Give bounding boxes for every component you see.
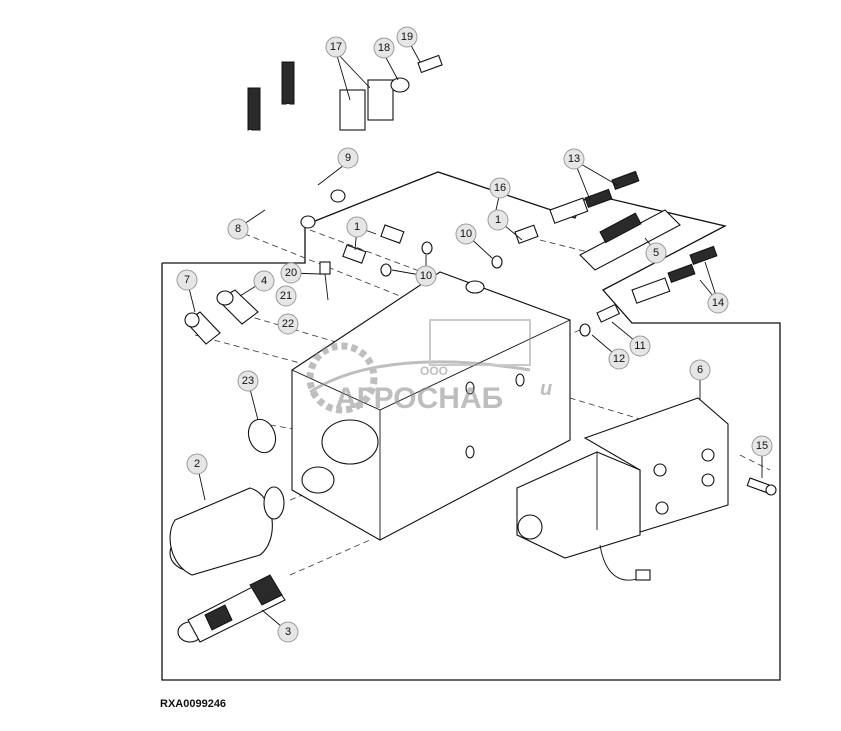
svg-text:21: 21 <box>280 290 292 302</box>
tube-9 <box>281 61 346 203</box>
svg-text:1: 1 <box>495 214 501 226</box>
fitting-7 <box>184 311 221 345</box>
callout-20: 20 <box>280 262 302 284</box>
callout-23: 23 <box>237 370 259 392</box>
svg-text:15: 15 <box>756 440 768 452</box>
callout-3: 3 <box>277 621 299 643</box>
cartridge-3 <box>177 574 286 643</box>
svg-text:22: 22 <box>282 318 294 330</box>
bolts-13 <box>549 170 640 224</box>
callout-10-a: 10 <box>455 223 477 245</box>
svg-text:14: 14 <box>712 297 724 309</box>
callout-11: 11 <box>629 335 651 357</box>
bolts-14 <box>631 245 718 304</box>
callout-21: 21 <box>275 285 297 307</box>
svg-text:23: 23 <box>242 375 254 387</box>
watermark-prefix: ООО <box>420 364 448 378</box>
svg-text:8: 8 <box>235 223 241 235</box>
tube-8 <box>247 87 316 229</box>
fitting-4 <box>216 289 259 325</box>
svg-text:4: 4 <box>261 275 267 287</box>
o-ring-23 <box>247 418 277 454</box>
callout-8: 8 <box>227 218 249 240</box>
callout-1-c: 1 <box>517 254 523 266</box>
callout-1-b: 1 <box>487 209 509 231</box>
valve-5 <box>579 209 681 271</box>
svg-text:9: 9 <box>345 152 351 164</box>
callout-18: 18 <box>373 37 395 59</box>
svg-text:7: 7 <box>184 274 190 286</box>
bolt-20 <box>319 261 331 301</box>
svg-text:10: 10 <box>420 270 432 282</box>
svg-text:20: 20 <box>285 267 297 279</box>
svg-text:13: 13 <box>568 153 580 165</box>
solenoid-valve <box>516 397 729 581</box>
watermark-logo: ООО АГРОСНАБ и <box>306 319 552 415</box>
fittings-1 <box>342 224 539 264</box>
callout-22: 22 <box>277 313 299 335</box>
svg-text:17: 17 <box>330 41 342 53</box>
fitting-11 <box>596 303 621 323</box>
svg-text:11: 11 <box>634 340 645 352</box>
o-ring-12 <box>579 323 591 337</box>
svg-text:1: 1 <box>354 221 360 233</box>
callout-15: 15 <box>751 435 773 457</box>
svg-text:12: 12 <box>613 353 625 365</box>
callout-12: 12 <box>608 348 630 370</box>
callout-7: 7 <box>176 269 198 291</box>
svg-text:6: 6 <box>697 364 703 376</box>
svg-text:10: 10 <box>460 228 472 240</box>
callout-17: 17 <box>325 36 347 58</box>
svg-text:5: 5 <box>653 247 659 259</box>
callout-4: 4 <box>253 270 275 292</box>
spacer-18 <box>390 77 410 93</box>
bolt-19 <box>417 54 443 74</box>
svg-text:16: 16 <box>494 182 506 194</box>
watermark-suffix: и <box>540 378 552 400</box>
callout-13: 13 <box>563 148 585 170</box>
callout-5: 5 <box>645 242 667 264</box>
callout-10-c: 10 <box>491 274 503 286</box>
callout-2: 2 <box>186 453 208 475</box>
callout-6: 6 <box>689 359 711 381</box>
watermark-company: АГРОСНАБ <box>335 382 503 415</box>
callout-10-b: 10 <box>415 265 437 287</box>
clamp-17 <box>339 79 394 131</box>
o-rings-10 <box>380 241 503 277</box>
callout-14: 14 <box>707 292 729 314</box>
svg-text:2: 2 <box>194 458 200 470</box>
cartridge-2 <box>169 486 285 576</box>
figure-code: RXA0099246 <box>160 698 227 710</box>
callout-16: 16 <box>489 177 511 199</box>
svg-text:3: 3 <box>285 626 291 638</box>
bolt-15 <box>746 477 777 496</box>
callout-1-a: 1 <box>346 216 368 238</box>
svg-text:18: 18 <box>378 42 390 54</box>
svg-text:19: 19 <box>401 31 413 43</box>
callout-19: 19 <box>396 26 418 48</box>
callout-9: 9 <box>337 147 359 169</box>
